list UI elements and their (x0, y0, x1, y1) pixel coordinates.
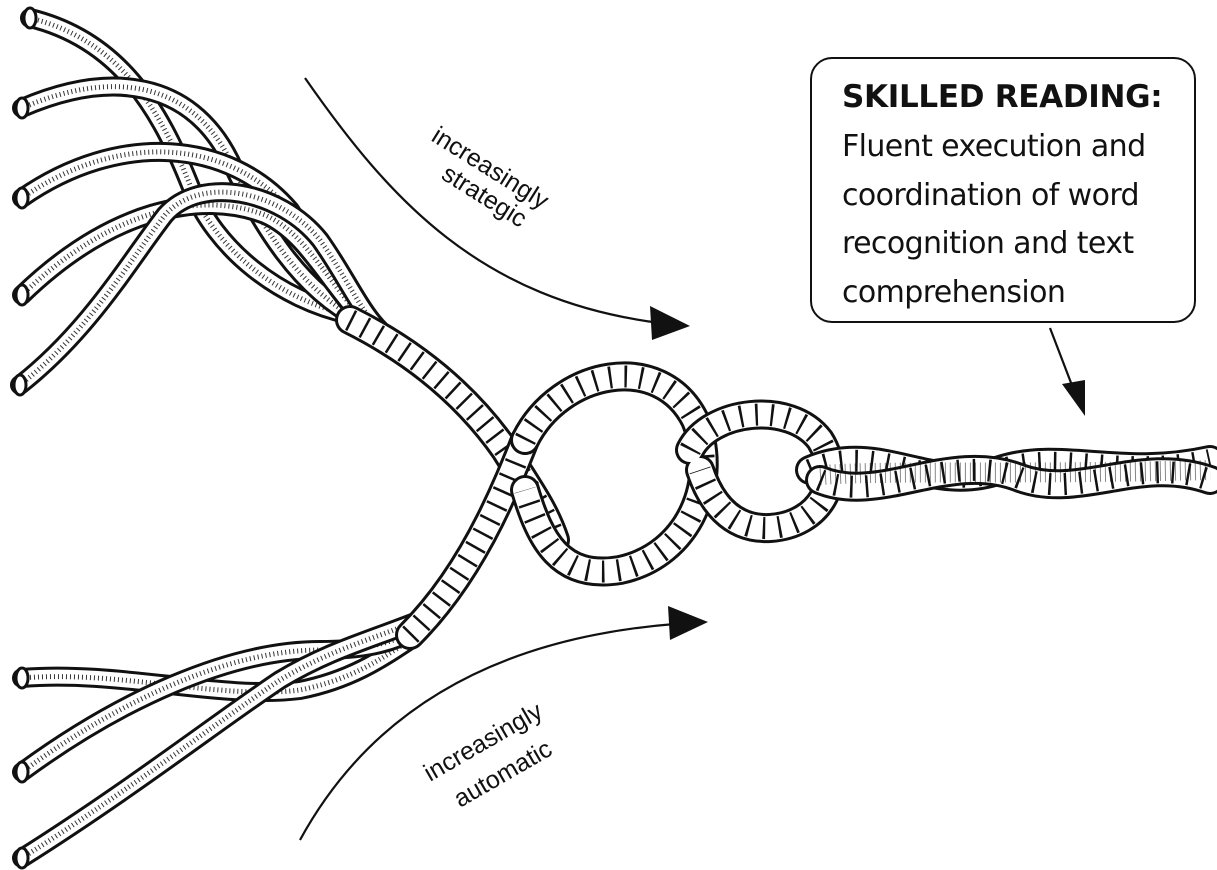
callout-body-line: Fluent execution and (842, 123, 1170, 172)
strand-end-icon (14, 375, 26, 395)
strand-end-icon (16, 188, 28, 208)
braided-rope (810, 460, 1210, 487)
arrowhead-icon (650, 306, 690, 340)
strand-end-icon (16, 285, 28, 305)
strand-end-icon (16, 848, 28, 868)
callout-body: Fluent execution and coordination of wor… (842, 123, 1170, 317)
arrowhead-icon (1062, 380, 1085, 416)
strand-end-icon (24, 8, 36, 28)
callout-title: SKILLED READING: (842, 77, 1170, 117)
callout-pointer (1050, 328, 1085, 416)
lower-rope (410, 440, 525, 635)
callout-body-line: coordination of word (842, 172, 1170, 221)
callout-body-line: recognition and text (842, 220, 1170, 269)
rope-loop-large (525, 376, 704, 571)
strand-end-icon (16, 668, 28, 688)
callout-body-line: comprehension (842, 269, 1170, 318)
strand-end-icon (16, 98, 28, 118)
arrowhead-icon (668, 606, 708, 640)
lower-strands (16, 620, 420, 868)
strand-end-icon (16, 762, 28, 782)
upper-strands (14, 8, 380, 395)
skilled-reading-callout: SKILLED READING: Fluent execution and co… (810, 57, 1196, 323)
